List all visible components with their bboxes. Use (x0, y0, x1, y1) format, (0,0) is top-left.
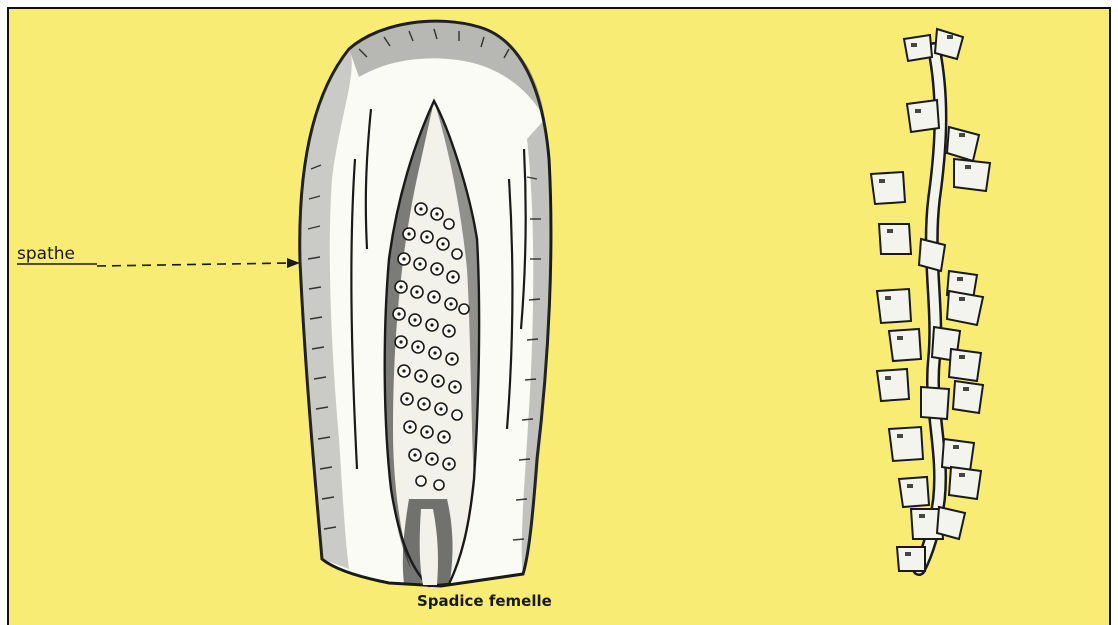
botanical-figure: spathe Spadice femelle (9, 9, 1111, 625)
spathe-label: spathe (17, 244, 75, 264)
figure-caption: Spadice femelle (417, 592, 552, 610)
spathe-with-spadix-icon (300, 21, 551, 586)
figure-frame: spathe Spadice femelle (7, 7, 1111, 625)
